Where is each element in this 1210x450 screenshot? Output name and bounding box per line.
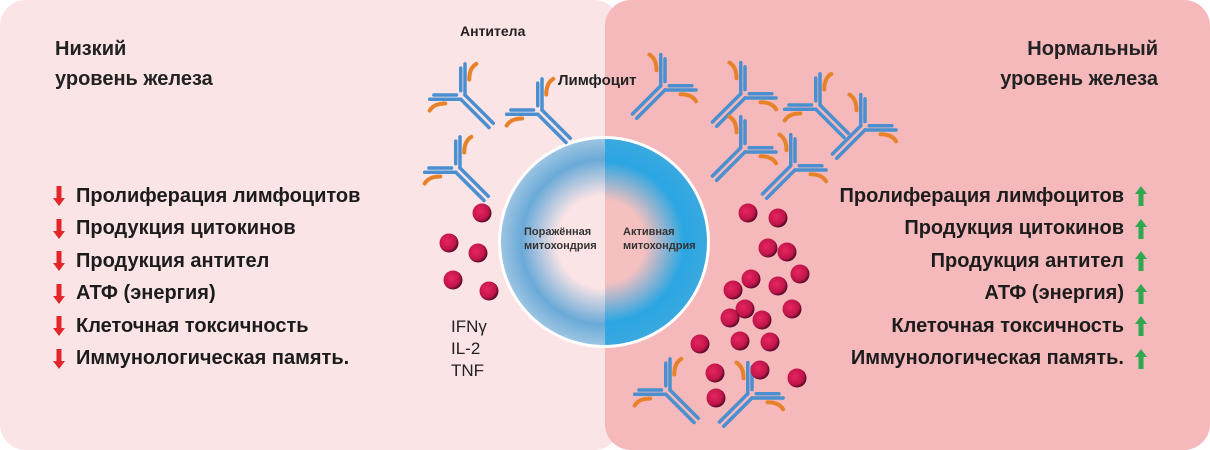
effect-item: Пролиферация лимфоцитов [840, 180, 1148, 213]
cytokine-list: IFNγ IL-2 TNF [451, 316, 487, 382]
antibody-icon [424, 58, 515, 149]
title-line: уровень железа [1000, 68, 1158, 90]
label-line: митохондрия [623, 240, 696, 252]
effect-label: Продукция антител [930, 249, 1124, 272]
arrow-up-icon [1135, 283, 1147, 304]
cytokine-particle [472, 203, 492, 223]
arrow-up-icon [1135, 251, 1147, 272]
cytokine-particle [790, 264, 810, 284]
antibody-icon [741, 129, 832, 220]
arrow-up-icon [1135, 218, 1147, 239]
cytokine-particle [738, 203, 758, 223]
effect-item: Иммунологическая память. [840, 343, 1148, 376]
cytokine-particle [439, 233, 459, 253]
cytokine-particle [741, 269, 761, 289]
effect-item: Клеточная токсичность [840, 310, 1148, 343]
antibody-icon [811, 89, 902, 180]
effect-label: Пролиферация лимфоцитов [76, 184, 361, 207]
effect-label: Клеточная токсичность [76, 314, 309, 337]
active-mitochondrion [605, 139, 707, 345]
cytokine-particle [752, 310, 772, 330]
effect-item: Продукция цитокинов [52, 213, 360, 246]
cytokine-particle [723, 280, 743, 300]
cytokine-particle [787, 368, 807, 388]
cytokine-particle [768, 208, 788, 228]
damaged-mitochondrion [501, 139, 605, 345]
damaged-mito-label: Поражённая митохондрия [524, 225, 597, 253]
effect-label: АТФ (энергия) [984, 282, 1124, 305]
cytokine-particle [443, 270, 463, 290]
label-line: Активная [623, 226, 675, 238]
effect-item: АТФ (энергия) [52, 278, 360, 311]
label-line: Поражённая [524, 226, 592, 238]
label-line: митохондрия [524, 240, 597, 252]
cytokine-particle [782, 299, 802, 319]
arrow-up-icon [1135, 348, 1147, 369]
effect-label: Иммунологическая память. [76, 347, 350, 370]
cytokine-particle [758, 238, 778, 258]
antibody-icon [629, 353, 720, 444]
normal-iron-title: Нормальный уровень железа [1000, 34, 1158, 94]
cytokine: IL-2 [451, 339, 481, 358]
arrow-down-icon [53, 283, 65, 304]
effect-item: Продукция антител [52, 245, 360, 278]
antibody-icon [419, 131, 510, 222]
cytokine-particle [690, 334, 710, 354]
effect-label: АТФ (энергия) [76, 282, 216, 305]
title-line: Низкий [55, 38, 127, 60]
cytokine-particle [706, 388, 726, 408]
arrow-down-icon [53, 186, 65, 207]
low-iron-title: Низкий уровень железа [55, 34, 213, 94]
effect-label: Продукция цитокинов [904, 217, 1124, 240]
effect-label: Клеточная токсичность [891, 314, 1124, 337]
effect-item: Иммунологическая память. [52, 343, 360, 376]
effect-item: Пролиферация лимфоцитов [52, 180, 360, 213]
cytokine-particle [760, 332, 780, 352]
cytokine-particle [479, 281, 499, 301]
arrow-down-icon [53, 251, 65, 272]
effect-label: Иммунологическая память. [850, 347, 1124, 370]
arrow-up-icon [1135, 186, 1147, 207]
antibody-icon [611, 49, 702, 140]
arrow-up-icon [1135, 316, 1147, 337]
cytokine-particle [730, 331, 750, 351]
cytokine: TNF [451, 361, 485, 380]
effect-label: Продукция антител [76, 249, 270, 272]
effect-label: Продукция цитокинов [76, 217, 296, 240]
antibodies-label: Антитела [460, 23, 526, 39]
effect-label: Пролиферация лимфоцитов [839, 184, 1124, 207]
cytokine-particle [720, 308, 740, 328]
cytokine-particle [768, 276, 788, 296]
lymphocyte-label: Лимфоцит [558, 72, 637, 89]
cytokine-particle [705, 363, 725, 383]
cytokine-particle [468, 243, 488, 263]
title-line: уровень железа [55, 68, 213, 90]
effect-item: Продукция антител [840, 245, 1148, 278]
arrow-down-icon [53, 348, 65, 369]
cytokine-particle [735, 299, 755, 319]
effect-item: Клеточная токсичность [52, 310, 360, 343]
active-mito-label: Активная митохондрия [623, 225, 696, 253]
cytokine: IFNγ [451, 317, 487, 336]
antibody-icon [779, 68, 870, 159]
title-line: Нормальный [1027, 38, 1158, 60]
effect-item: АТФ (энергия) [840, 278, 1148, 311]
cytokine-particle [777, 242, 797, 262]
effect-item: Продукция цитокинов [840, 213, 1148, 246]
cytokine-particle [750, 360, 770, 380]
arrow-down-icon [53, 316, 65, 337]
arrow-down-icon [53, 218, 65, 239]
